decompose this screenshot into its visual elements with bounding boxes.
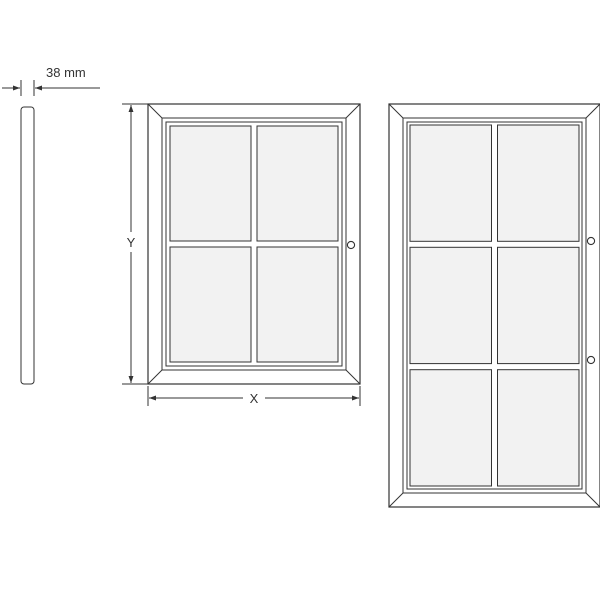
glass-pane xyxy=(256,125,339,242)
width-dimension: X xyxy=(147,386,361,406)
glass-pane xyxy=(169,246,252,363)
height-dimension: Y xyxy=(122,103,148,385)
lock-knob xyxy=(586,355,596,365)
glass-pane xyxy=(497,124,580,242)
glass-pane xyxy=(497,369,580,487)
miter-line xyxy=(585,103,600,119)
glass-pane xyxy=(409,369,492,487)
glass-pane xyxy=(256,246,339,363)
miter-line xyxy=(147,369,163,385)
lock-knob xyxy=(346,240,356,250)
glass-pane xyxy=(169,125,252,242)
miter-line xyxy=(388,103,404,119)
lock-knob xyxy=(586,236,596,246)
miter-line xyxy=(147,103,163,119)
miter-line xyxy=(345,369,361,385)
miter-line xyxy=(345,103,361,119)
profile-bar xyxy=(20,106,35,385)
side-profile: 38 mm xyxy=(2,65,100,385)
width-label: X xyxy=(250,391,259,406)
glass-pane xyxy=(409,246,492,365)
height-label: Y xyxy=(127,235,136,250)
cabinet-4-pane xyxy=(147,103,361,385)
miter-line xyxy=(585,492,600,508)
glass-pane xyxy=(409,124,492,242)
depth-label: 38 mm xyxy=(46,65,86,80)
miter-line xyxy=(388,492,404,508)
glass-pane xyxy=(497,246,580,365)
cabinet-6-pane xyxy=(388,103,600,508)
